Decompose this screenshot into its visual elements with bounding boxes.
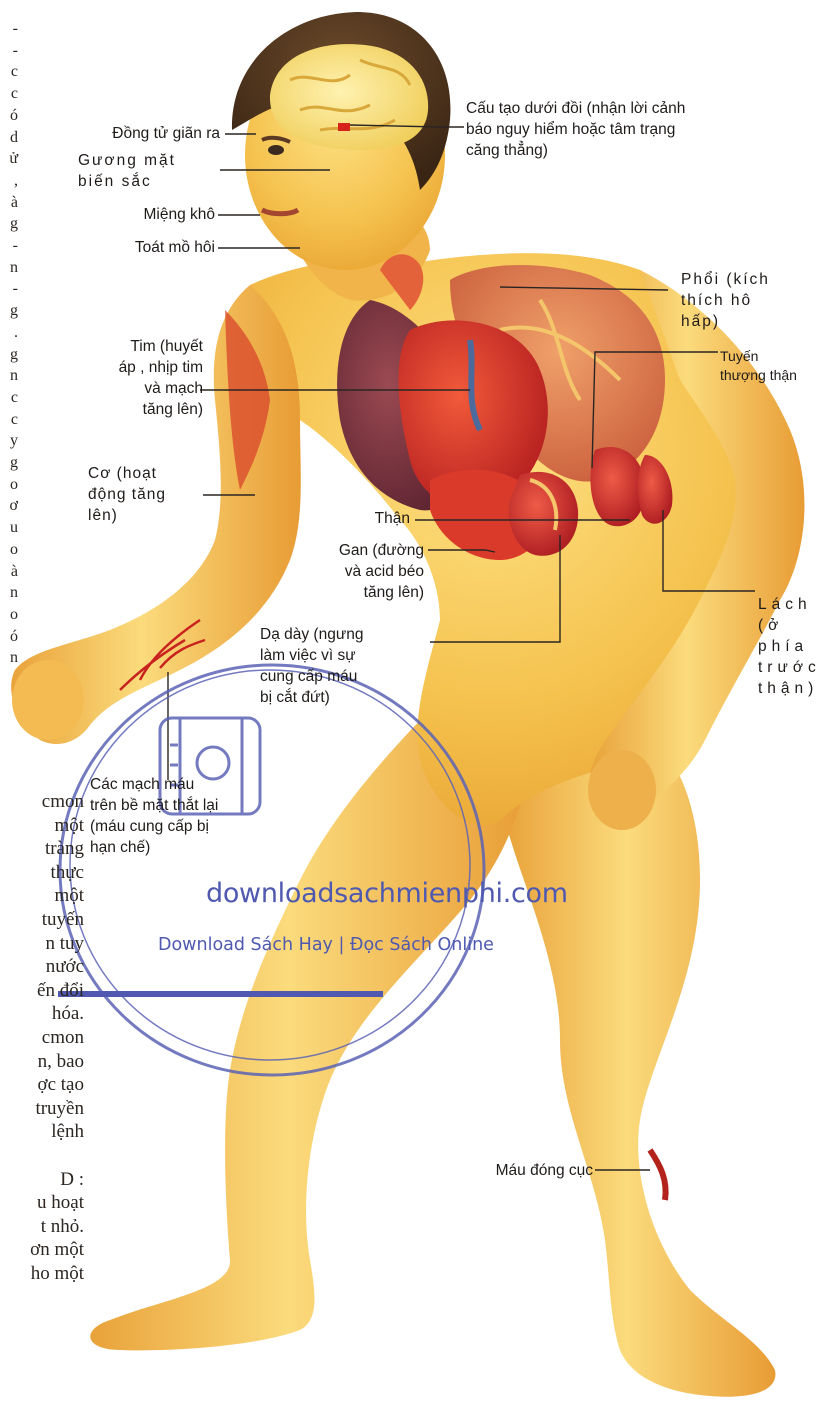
label-lungs: Phổi (kích thích hô hấp): [681, 269, 801, 332]
watermark-url: downloadsachmienphi.com: [206, 878, 568, 909]
label-muscles: Cơ (hoạt động tăng lên): [88, 463, 200, 526]
label-kidney: Thận: [330, 508, 410, 529]
label-spleen: Lách (ở phía trước thận): [758, 594, 832, 699]
label-vessels: Các mạch máu trên bề mặt thắt lại (máu c…: [90, 774, 260, 858]
label-heart: Tim (huyết áp , nhịp tim và mạch tăng lê…: [85, 336, 203, 420]
label-sweat: Toát mồ hôi: [60, 237, 215, 258]
label-liver: Gan (đường và acid béo tăng lên): [300, 540, 424, 603]
page-edge-text: - - c c ó d ử , à g - n - g . g n c c y …: [4, 18, 18, 669]
label-stomach: Dạ dày (ngưng làm việc vì sự cung cấp má…: [260, 624, 430, 708]
watermark-tagline: Download Sách Hay | Đọc Sách Online: [158, 935, 494, 955]
label-clot: Máu đóng cục: [445, 1160, 593, 1181]
label-pupils: Đồng tử giãn ra: [55, 123, 220, 144]
background-body-text: cmon một tràng thực một tuyến n tuy nước…: [12, 790, 84, 1285]
label-hypothalamus: Cấu tạo dưới đồi (nhận lời cảnh báo nguy…: [466, 98, 766, 161]
label-adrenal: Tuyến thượng thận: [720, 347, 830, 385]
watermark-bar: [58, 991, 383, 997]
label-face: Gương mặt biến sắc: [78, 150, 218, 192]
label-mouth: Miệng khô: [80, 204, 215, 225]
